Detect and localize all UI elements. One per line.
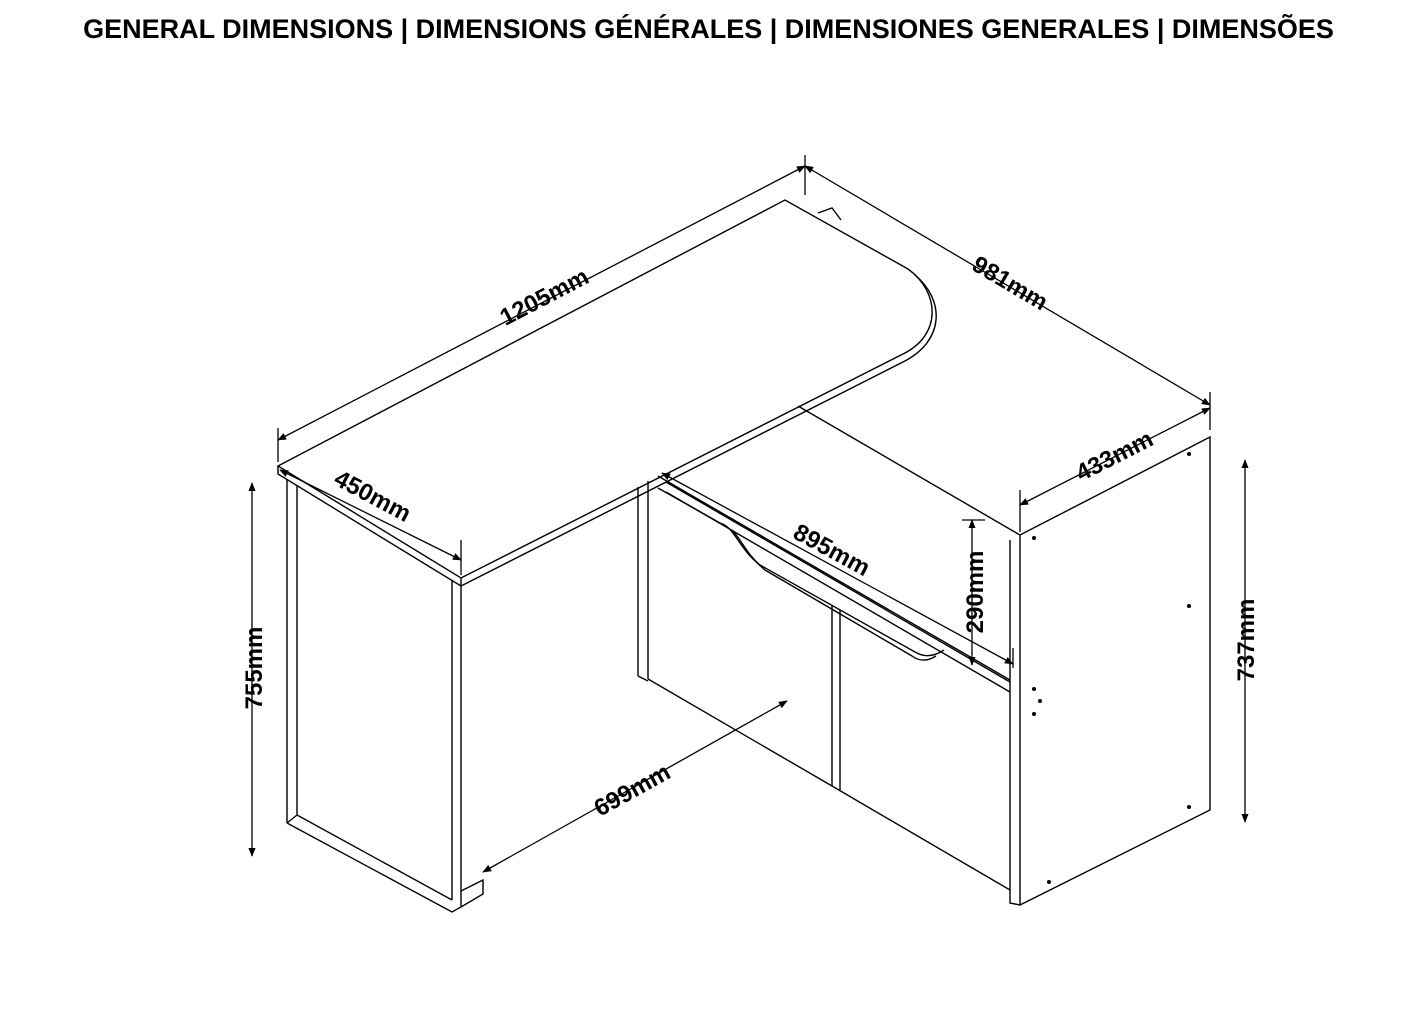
dimension-label-755: 755mm [241, 627, 268, 710]
dimension-label-737: 737mm [1233, 599, 1260, 682]
page-title: GENERAL DIMENSIONS | DIMENSIONS GÉNÉRALE… [83, 14, 1334, 44]
dimension-label-433: 433mm [1072, 426, 1158, 488]
dimension-label-450: 450mm [330, 465, 416, 528]
cabinet [657, 405, 1211, 907]
dimension-label-895: 895mm [789, 519, 875, 582]
dimension-label-1205: 1205mm [496, 263, 594, 331]
dimension-label-699: 699mm [590, 759, 675, 823]
dimension-lines [248, 155, 1249, 873]
left-side-panel [286, 479, 484, 913]
dimension-label-981: 981mm [967, 251, 1052, 316]
desk-top [276, 199, 937, 588]
dimension-label-290: 290mm [962, 551, 989, 634]
